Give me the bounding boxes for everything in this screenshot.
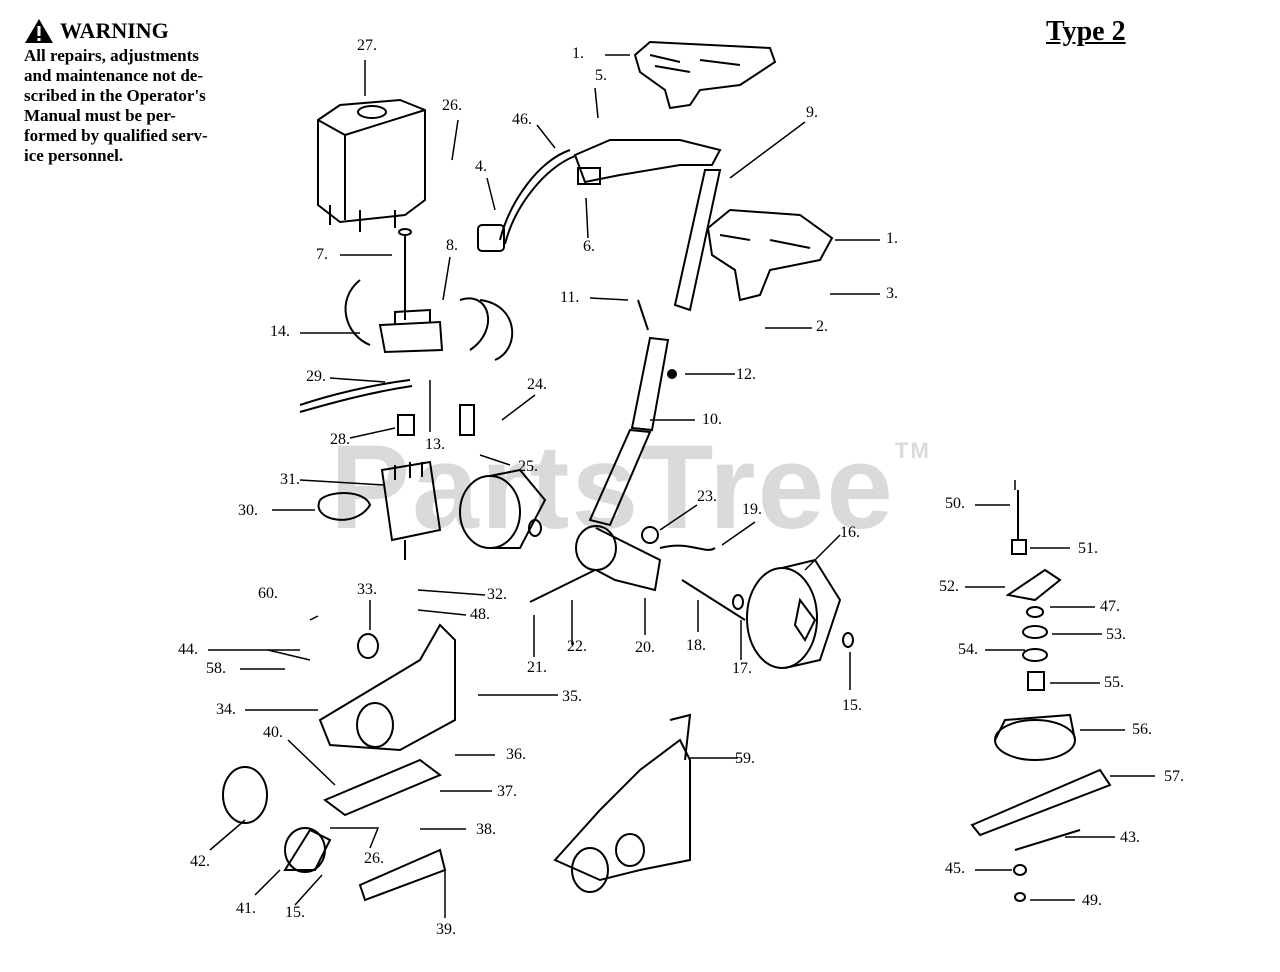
callout-35: 35. (562, 688, 582, 705)
blade-hub-assembly (970, 490, 1112, 902)
callout-28: 28. (330, 431, 350, 448)
watermark-text: PartsTree (330, 420, 896, 554)
warning-line: scribed in the Operator's (24, 86, 206, 105)
callout-52: 52. (939, 578, 959, 595)
callout-54: 54. (958, 641, 978, 658)
callout-22: 22. (567, 638, 587, 655)
callout-3: 3. (886, 285, 898, 302)
warning-line: Manual must be per- (24, 106, 176, 125)
warning-heading: WARNING (24, 18, 294, 44)
callout-39: 39. (436, 921, 456, 938)
callout-29: 29. (306, 368, 326, 385)
callout-1-top: 1. (572, 45, 584, 62)
warning-line: formed by qualified serv- (24, 126, 208, 145)
trademark-mark: TM (895, 438, 931, 463)
warning-title: WARNING (60, 18, 169, 43)
warning-line: ice personnel. (24, 146, 124, 165)
callout-17: 17. (732, 660, 752, 677)
type-label: Type 2 (1046, 16, 1126, 47)
callout-49: 49. (1082, 892, 1102, 909)
handle-top (633, 40, 777, 110)
assembled-edger (553, 713, 692, 893)
axle-hardware (529, 569, 746, 621)
motor-cover (317, 98, 426, 232)
callout-27: 27. (357, 37, 377, 54)
callout-36: 36. (506, 746, 526, 763)
callout-51: 51. (1078, 540, 1098, 557)
callout-55: 55. (1104, 674, 1124, 691)
callout-25: 25. (518, 458, 538, 475)
callout-4: 4. (475, 158, 487, 175)
callout-24: 24. (527, 376, 547, 393)
callout-16: 16. (840, 524, 860, 541)
callout-26-bottom: 26. (364, 850, 384, 867)
leader-lines (208, 54, 1155, 918)
callout-5: 5. (595, 67, 607, 84)
callout-20: 20. (635, 639, 655, 656)
callout-15-right: 15. (842, 697, 862, 714)
watermark: PartsTreeTM (330, 418, 931, 556)
callout-6: 6. (583, 238, 595, 255)
wheel-small (459, 468, 547, 549)
callout-37: 37. (497, 783, 517, 800)
wheel-large (746, 558, 854, 669)
brush-assembly (299, 228, 514, 436)
callout-10: 10. (702, 411, 722, 428)
callout-14: 14. (270, 323, 290, 340)
callout-50: 50. (945, 495, 965, 512)
callout-15-bottom: 15. (285, 904, 305, 921)
callout-13: 13. (425, 436, 445, 453)
callout-38: 38. (476, 821, 496, 838)
motor-armature (317, 414, 442, 560)
callout-31: 31. (280, 471, 300, 488)
callout-30: 30. (238, 502, 258, 519)
callout-2: 2. (816, 318, 828, 335)
callout-7: 7. (316, 246, 328, 263)
callout-32: 32. (487, 586, 507, 603)
callout-60: 60. (258, 585, 278, 602)
callout-58: 58. (206, 660, 226, 677)
callout-34: 34. (216, 701, 236, 718)
callout-11: 11. (560, 289, 580, 306)
callout-47: 47. (1100, 598, 1120, 615)
callout-45: 45. (945, 860, 965, 877)
callout-26-top: 26. (442, 97, 462, 114)
callout-59: 59. (735, 750, 755, 767)
callout-46: 46. (512, 111, 532, 128)
callout-12: 12. (736, 366, 756, 383)
callout-41: 41. (236, 900, 256, 917)
warning-notice: WARNING All repairs, adjustments and mai… (24, 18, 294, 166)
callout-56: 56. (1132, 721, 1152, 738)
warning-text: All repairs, adjustments and maintenance… (24, 46, 294, 166)
callout-1-right: 1. (886, 230, 898, 247)
callout-43: 43. (1120, 829, 1140, 846)
callout-42: 42. (190, 853, 210, 870)
callout-48: 48. (470, 606, 490, 623)
callout-33: 33. (357, 581, 377, 598)
power-cord (477, 149, 576, 252)
callout-44: 44. (178, 641, 198, 658)
callout-53: 53. (1106, 626, 1126, 643)
callout-23: 23. (697, 488, 717, 505)
upper-handle (573, 139, 722, 312)
callout-9: 9. (806, 104, 818, 121)
gear-housing (575, 525, 716, 592)
callout-21: 21. (527, 659, 547, 676)
warning-triangle-icon (25, 19, 53, 43)
warning-line: and maintenance not de- (24, 66, 203, 85)
callout-18: 18. (686, 637, 706, 654)
callout-57: 57. (1164, 768, 1184, 785)
handle-right (706, 208, 834, 302)
callout-19: 19. (742, 501, 762, 518)
callout-40: 40. (263, 724, 283, 741)
edger-housing (222, 623, 456, 902)
lower-shaft (588, 299, 677, 527)
callout-8: 8. (446, 237, 458, 254)
warning-line: All repairs, adjustments (24, 46, 199, 65)
